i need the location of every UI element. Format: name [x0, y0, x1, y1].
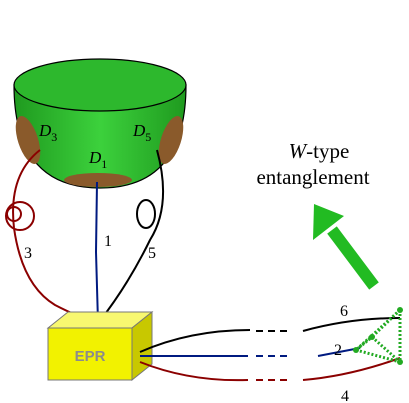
tetra-node-bottom [397, 359, 403, 365]
tetra-node-left [353, 347, 359, 353]
tetra-node-inner [369, 334, 375, 340]
caption-line-2: entanglement [256, 165, 369, 189]
bowl-rim [13, 58, 187, 112]
detector-d5-label: D5 [132, 121, 151, 144]
fiber-5 [98, 149, 165, 323]
fiber-2-label: 2 [334, 342, 342, 359]
tetra-edge-5 [371, 335, 401, 364]
tetra-edge-6 [355, 335, 373, 352]
fiber-5-label: 5 [148, 245, 156, 262]
fiber-1 [94, 181, 99, 323]
fiber-5-line [98, 149, 165, 323]
detector-d1-disc [64, 173, 132, 187]
caption-line-1: W-type [289, 139, 350, 163]
arrow-icon [313, 204, 379, 290]
fiber-4 [139, 357, 401, 382]
fiber-4-line-b [302, 357, 401, 381]
fiber-6-line-a [139, 329, 251, 353]
fiber-4-label: 4 [341, 388, 349, 403]
detector-d5-disc [158, 116, 184, 164]
fiber-4-line-a [139, 361, 249, 382]
detector-bowl [13, 58, 187, 189]
tetra-nodes [353, 307, 403, 365]
fiber-6-label: 6 [340, 303, 348, 320]
fiber-1-label: 1 [104, 233, 112, 250]
tetra-edge-4 [370, 308, 402, 339]
tetra-node-top [397, 307, 403, 313]
epr-box-front [47, 327, 133, 381]
arrow-head [313, 204, 344, 240]
epr-box-label: EPR [75, 348, 106, 365]
fiber-5-coil [136, 199, 156, 229]
w-state-tetrahedron [354, 308, 402, 364]
detector-d3-disc [15, 116, 41, 164]
fiber-2 [140, 347, 361, 357]
fiber-3-label: 3 [24, 245, 32, 262]
detector-d3-label: D3 [38, 121, 57, 144]
fiber-3-coil-outer [5, 201, 35, 231]
detector-d1-label: D1 [88, 148, 107, 171]
epr-box: EPR [46, 310, 154, 382]
fiber-3-coil-inner [6, 206, 22, 222]
fiber-2-line-b [317, 347, 361, 357]
arrow-shaft [327, 226, 379, 290]
